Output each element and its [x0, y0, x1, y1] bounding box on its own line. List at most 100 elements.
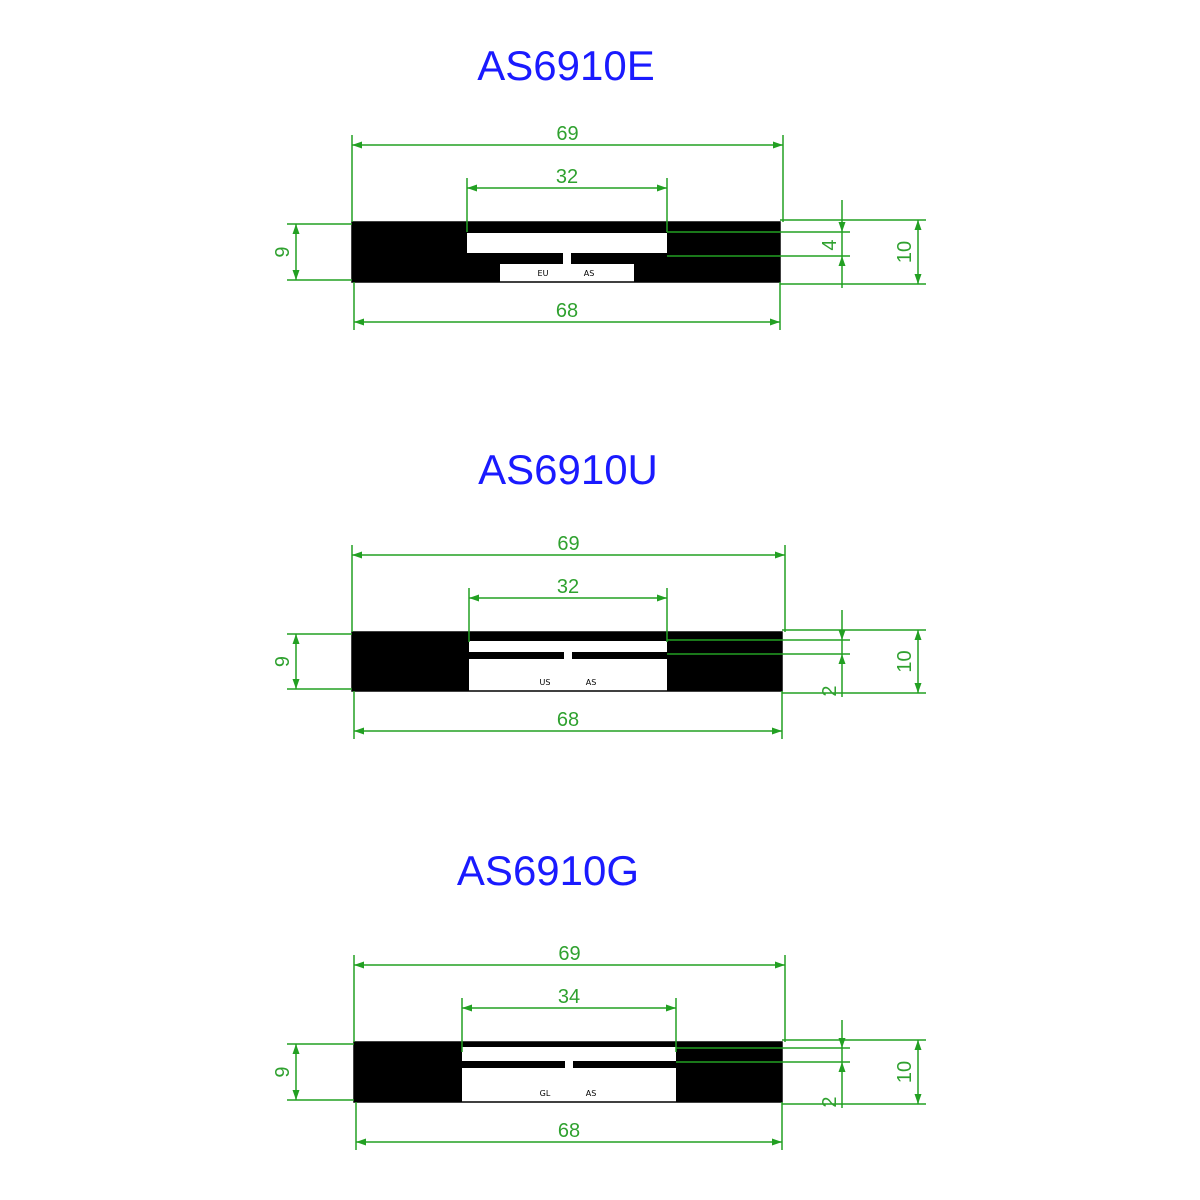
region-label: AS — [586, 1089, 597, 1098]
variant-as6910u: AS6910U US AS 69 32 68 9 10 2 — [272, 446, 926, 739]
dim-slot-width-label: 32 — [556, 166, 578, 188]
arrowhead — [356, 1138, 366, 1146]
variant-as6910g: AS6910G GL AS 69 34 68 9 10 2 — [272, 847, 926, 1150]
variant-title: AS6910E — [477, 42, 654, 89]
arrowhead — [775, 551, 785, 559]
dim-right-height-ext — [780, 219, 926, 285]
dim-slot-width: 32 — [466, 166, 668, 232]
dim-right-height-label: 10 — [894, 241, 916, 263]
arrowhead — [775, 961, 785, 969]
arrowhead — [914, 630, 922, 640]
region-label: US — [540, 678, 551, 687]
dim-right-height: 10 — [894, 220, 922, 284]
arrowhead — [292, 224, 300, 234]
arrowhead — [657, 184, 667, 192]
dim-inner-width-label: 68 — [556, 300, 578, 322]
arrowhead — [773, 141, 783, 149]
region-label: AS — [584, 269, 595, 278]
dim-overall-width-label: 69 — [557, 533, 579, 555]
arrowhead — [292, 270, 300, 280]
dim-overall-width: 69 — [353, 943, 786, 1042]
dim-overall-width-label: 69 — [556, 123, 578, 145]
dim-gap: 2 — [667, 610, 850, 697]
variant-title: AS6910G — [457, 847, 639, 894]
label-window — [500, 264, 634, 282]
region-label: EU — [538, 269, 549, 278]
inlay-right-pad — [676, 1042, 782, 1102]
dim-left-height-label: 9 — [272, 246, 294, 257]
variant-as6910e: AS6910E EU AS 69 32 68 9 10 4 — [272, 42, 926, 330]
dim-right-height-ext — [782, 1039, 926, 1105]
dim-left-height: 9 — [272, 634, 300, 689]
dim-gap-label: 2 — [819, 1096, 841, 1107]
slot-cutout — [467, 233, 667, 253]
dim-slot-width-label: 34 — [558, 986, 580, 1008]
arrowhead — [292, 634, 300, 644]
arrowhead — [292, 1044, 300, 1054]
arrowhead — [838, 1038, 846, 1048]
inlay-pattern: EU AS — [351, 221, 781, 283]
dipole-left — [462, 1061, 565, 1068]
feed-gap — [563, 253, 571, 266]
top-bar — [469, 632, 667, 641]
arrowhead — [838, 1062, 846, 1072]
dim-overall-width-label: 69 — [558, 943, 580, 965]
inlay-outline — [353, 1041, 783, 1103]
dim-left-height: 9 — [272, 1044, 300, 1100]
dim-right-height: 10 — [894, 1040, 922, 1104]
arrowhead — [354, 318, 364, 326]
region-label: GL — [540, 1089, 551, 1098]
dipole-right — [573, 1061, 676, 1068]
arrowhead — [838, 256, 846, 266]
dim-overall-width: 69 — [351, 123, 784, 222]
arrowhead — [292, 679, 300, 689]
dim-inner-width: 68 — [353, 282, 781, 330]
arrowhead — [914, 683, 922, 693]
dim-slot-width: 32 — [468, 576, 668, 642]
dim-gap: 2 — [676, 1020, 850, 1108]
arrowhead — [838, 654, 846, 664]
inlay-pattern: US AS — [351, 631, 783, 692]
dim-inner-width-label: 68 — [558, 1120, 580, 1142]
inlay-pattern: GL AS — [353, 1041, 783, 1103]
dim-gap-label: 2 — [819, 685, 841, 696]
variant-title: AS6910U — [478, 446, 658, 493]
arrowhead — [770, 318, 780, 326]
arrowhead — [838, 222, 846, 232]
inlay-outline — [351, 221, 781, 283]
arrowhead — [914, 274, 922, 284]
arrowhead — [354, 961, 364, 969]
dim-gap-label: 4 — [819, 239, 841, 250]
dim-left-height-label: 9 — [272, 1066, 294, 1077]
arrowhead — [772, 727, 782, 735]
inlay-outline — [351, 631, 783, 692]
dim-overall-width: 69 — [351, 533, 786, 632]
arrowhead — [772, 1138, 782, 1146]
arrowhead — [352, 551, 362, 559]
arrowhead — [914, 1040, 922, 1050]
inlay-right-pad — [667, 632, 782, 691]
inlay-left-pad — [354, 1042, 462, 1102]
arrowhead — [354, 727, 364, 735]
arrowhead — [467, 184, 477, 192]
dim-left-height-ext — [287, 633, 352, 690]
dim-slot-width-label: 32 — [557, 576, 579, 598]
dipole-left — [469, 652, 564, 659]
dim-inner-width: 68 — [353, 691, 783, 739]
dim-left-height-ext — [287, 223, 352, 281]
dim-right-height-label: 10 — [894, 1061, 916, 1083]
arrowhead — [657, 594, 667, 602]
dim-inner-width-label: 68 — [557, 709, 579, 731]
inlay-left-pad — [352, 632, 469, 691]
region-label: AS — [586, 678, 597, 687]
arrowhead — [462, 1004, 472, 1012]
dim-left-height-ext — [287, 1043, 354, 1101]
arrowhead — [838, 630, 846, 640]
arrowhead — [292, 1090, 300, 1100]
arrowhead — [666, 1004, 676, 1012]
dim-inner-width: 68 — [355, 1102, 783, 1150]
top-bar — [462, 1042, 676, 1047]
dim-gap: 4 — [667, 200, 850, 288]
dim-right-height-label: 10 — [894, 650, 916, 672]
